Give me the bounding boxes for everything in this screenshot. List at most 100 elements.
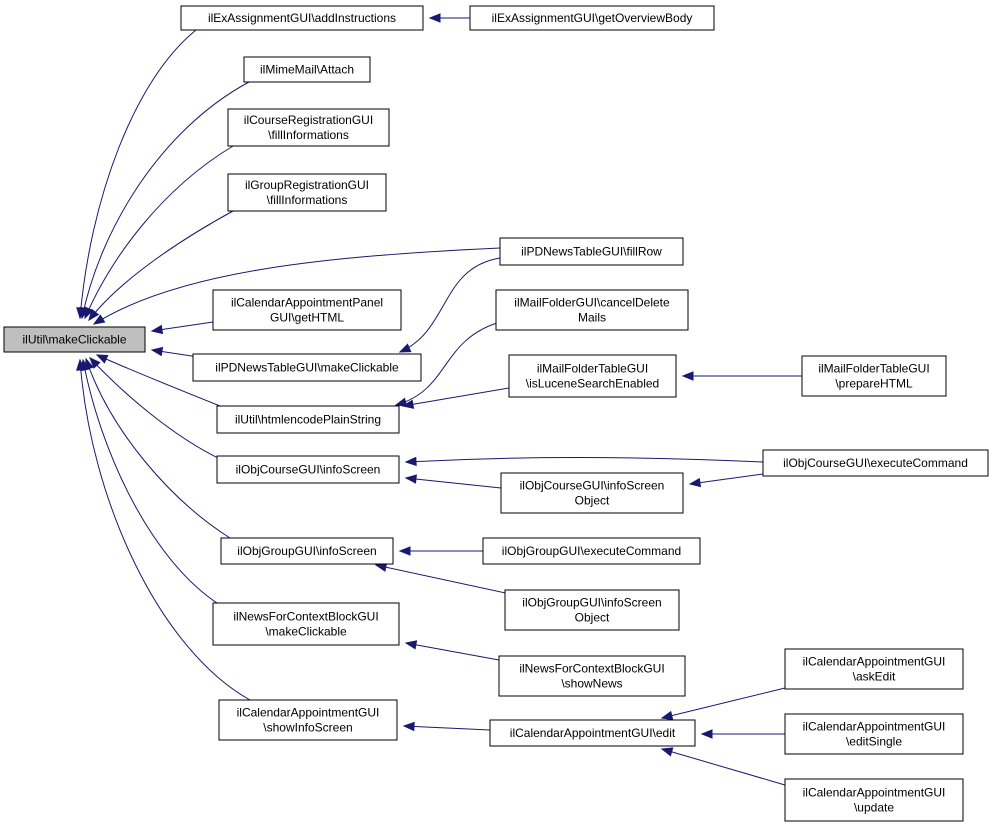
node-calappt-showinfo[interactable]: ilCalendarAppointmentGUI\showInfoScreen <box>218 699 398 741</box>
edge-line <box>89 357 223 461</box>
node-label-line: ilExAssignmentGUI\getOverviewBody <box>492 11 693 25</box>
edge-arrowhead <box>92 314 106 325</box>
edge-line <box>85 358 231 539</box>
edge-arrowhead <box>84 306 94 320</box>
node-label-line: ilMailFolderGUI\cancelDelete <box>514 296 670 310</box>
node-box <box>498 655 686 697</box>
node-util-htmlencode[interactable]: ilUtil\htmlencodePlainString <box>216 405 400 434</box>
node-label-line: ilMailFolderTableGUI <box>818 362 929 376</box>
edge-line <box>84 145 234 319</box>
edge-exassign_overview-to-exassign_addinstr <box>428 13 470 23</box>
edge-line <box>405 477 502 489</box>
edge-objcourse_infoobj-to-objcourse_info <box>404 474 502 489</box>
node-label-line: Mails <box>578 311 606 325</box>
node-label-line: ilMailFolderTableGUI <box>537 362 648 376</box>
edge-groupreg_fill-to-root <box>88 210 234 322</box>
edge-newsctx_shownews-to-newsctx_makeclick <box>404 640 500 661</box>
node-calappt-askedit[interactable]: ilCalendarAppointmentGUI\askEdit <box>784 648 964 690</box>
edge-arrowhead <box>88 308 100 322</box>
node-box <box>784 713 964 755</box>
node-box <box>212 602 400 646</box>
node-label-line: \update <box>854 801 894 815</box>
node-label-line: ilObjCourseGUI\infoScreen <box>236 463 381 477</box>
node-box <box>801 355 947 397</box>
edge-objgroup_info-to-root <box>84 357 231 539</box>
node-root[interactable]: ilUtil\makeClickable <box>3 326 146 353</box>
node-objgroup-info[interactable]: ilObjGroupGUI\infoScreen <box>220 537 394 565</box>
node-mimemail-attach[interactable]: ilMimeMail\Attach <box>243 56 371 83</box>
edge-line <box>399 257 501 353</box>
node-objcourse-info[interactable]: ilObjCourseGUI\infoScreen <box>216 455 400 484</box>
edge-line <box>402 387 510 407</box>
node-calappt-editsingle[interactable]: ilCalendarAppointmentGUI\editSingle <box>784 713 964 755</box>
node-box <box>508 354 677 398</box>
node-label-line: \fillInformations <box>268 128 349 142</box>
node-mailfoldertable-lucene[interactable]: ilMailFolderTableGUI\isLuceneSearchEnabl… <box>508 354 677 398</box>
edge-arrowhead <box>404 474 417 484</box>
node-label-line: ilNewsForContextBlockGUI <box>233 610 378 624</box>
node-box <box>482 537 701 565</box>
node-label-line: Object <box>575 611 610 625</box>
edge-line <box>88 210 234 321</box>
edge-arrowhead <box>89 357 101 369</box>
edge-calappt_update-to-calappt_edit <box>660 747 786 786</box>
node-box <box>192 353 422 382</box>
node-calappt-update[interactable]: ilCalendarAppointmentGUI\update <box>784 778 964 822</box>
nodes-layer: ilUtil\makeClickable ilExAssignmentGUI\ad… <box>3 5 989 822</box>
node-objgroup-exec[interactable]: ilObjGroupGUI\executeCommand <box>482 537 701 565</box>
node-box <box>227 173 387 212</box>
node-box <box>499 237 684 266</box>
node-box <box>220 537 394 565</box>
node-label-line: ilObjCourseGUI\executeCommand <box>783 456 968 470</box>
node-pdnews-fillrow[interactable]: ilPDNewsTableGUI\fillRow <box>499 237 684 266</box>
node-exassign-addinstr[interactable]: ilExAssignmentGUI\addInstructions <box>180 5 424 31</box>
node-label-line: ilCourseRegistrationGUI <box>244 113 373 127</box>
node-label-line: ilObjGroupGUI\infoScreen <box>237 544 376 558</box>
edge-mailfoldertable_prep-to-mailfoldertable_lucene <box>681 371 802 381</box>
edge-arrowhead <box>660 710 674 721</box>
node-objcourse-exec[interactable]: ilObjCourseGUI\executeCommand <box>762 449 989 477</box>
node-box <box>784 648 964 690</box>
edge-calpanel_gethtml-to-root <box>150 321 214 335</box>
edge-exassign_addinstr-to-root <box>76 29 197 320</box>
node-mailfoldertable-prep[interactable]: ilMailFolderTableGUI\prepareHTML <box>801 355 947 397</box>
node-box <box>762 449 989 477</box>
edge-util_htmlencode-to-root <box>95 354 231 411</box>
node-label-line: ilMimeMail\Attach <box>260 63 354 77</box>
edge-line <box>93 247 501 325</box>
edge-arrowhead <box>398 343 412 353</box>
edge-arrowhead <box>150 324 164 335</box>
edge-arrowhead <box>394 397 408 407</box>
node-newsctx-makeclick[interactable]: ilNewsForContextBlockGUI\makeClickable <box>212 602 400 646</box>
node-groupreg-fill[interactable]: ilGroupRegistrationGUI\fillInformations <box>227 173 387 212</box>
node-newsctx-shownews[interactable]: ilNewsForContextBlockGUI\showNews <box>498 655 686 697</box>
node-pdnews-makeclick[interactable]: ilPDNewsTableGUI\makeClickable <box>192 353 422 382</box>
edge-objgroup_exec-to-objgroup_info <box>398 546 483 556</box>
edge-mailfoldertable_lucene-to-util_htmlencode <box>401 387 510 409</box>
edge-objcourse_exec-to-objcourse_info <box>404 456 764 467</box>
edge-arrowhead <box>95 354 109 364</box>
edge-arrowhead <box>398 546 411 556</box>
node-exassign-overview[interactable]: ilExAssignmentGUI\getOverviewBody <box>469 5 715 31</box>
edges-layer <box>76 13 802 786</box>
node-calappt-edit[interactable]: ilCalendarAppointmentGUI\edit <box>489 719 696 747</box>
node-box <box>504 589 680 631</box>
edge-arrowhead <box>428 13 441 23</box>
node-label-line: \isLuceneSearchEnabled <box>526 377 659 391</box>
node-coursereg-fill[interactable]: ilCourseRegistrationGUI\fillInformations <box>227 108 390 147</box>
node-box <box>3 326 146 353</box>
edge-objcourse_info-to-root <box>89 357 223 461</box>
node-box <box>495 289 689 331</box>
node-label-line: \editSingle <box>846 735 902 749</box>
edge-coursereg_fill-to-root <box>84 145 234 320</box>
node-box <box>784 778 964 822</box>
edge-arrowhead <box>402 721 415 732</box>
node-label-line: \askEdit <box>853 670 896 684</box>
edge-objcourse_exec-to-objcourse_infoobj <box>688 473 764 488</box>
edge-line <box>79 29 197 319</box>
